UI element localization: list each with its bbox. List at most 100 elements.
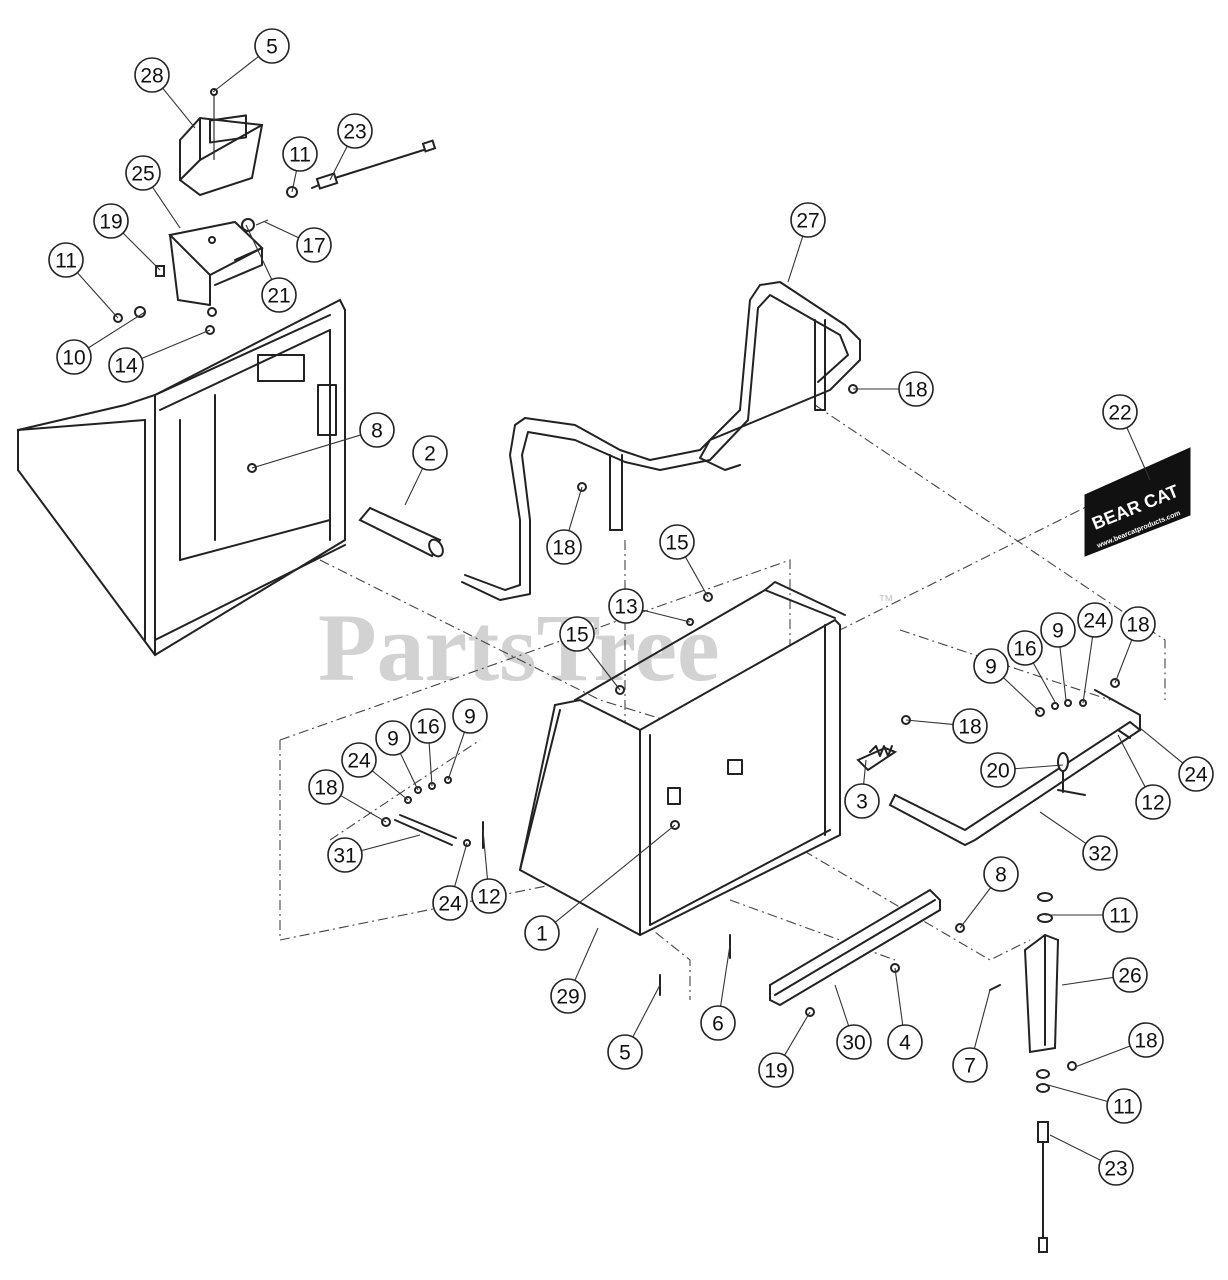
callout-circle[interactable]: [607, 1034, 643, 1070]
callout-25[interactable]: 25: [125, 155, 181, 229]
callout-6[interactable]: 6: [700, 944, 736, 1041]
callout-10[interactable]: 10: [56, 311, 146, 375]
callout-circle[interactable]: [898, 371, 934, 407]
callout-11[interactable]: 11: [1045, 897, 1138, 933]
callout-circle[interactable]: [432, 885, 468, 921]
callout-11[interactable]: 11: [282, 136, 318, 193]
callout-circle[interactable]: [359, 412, 395, 448]
callout-1[interactable]: 1: [524, 824, 676, 951]
callout-circle[interactable]: [887, 1024, 923, 1060]
callout-circle[interactable]: [56, 339, 92, 375]
callout-20[interactable]: 20: [980, 752, 1064, 788]
callout-circle[interactable]: [608, 588, 644, 624]
callout-circle[interactable]: [1135, 784, 1171, 820]
callout-24[interactable]: 24: [1077, 602, 1113, 704]
callout-circle[interactable]: [412, 435, 448, 471]
callout-7[interactable]: 7: [952, 989, 991, 1083]
callout-circle[interactable]: [375, 720, 411, 756]
callout-4[interactable]: 4: [887, 967, 923, 1060]
callout-22[interactable]: 22: [1102, 394, 1151, 481]
callout-16[interactable]: 16: [1007, 630, 1056, 703]
callout-circle[interactable]: [341, 742, 377, 778]
callout-circle[interactable]: [1077, 602, 1113, 638]
callout-18[interactable]: 18: [546, 486, 583, 565]
callout-circle[interactable]: [983, 856, 1019, 892]
callout-circle[interactable]: [952, 708, 988, 744]
callout-11[interactable]: 11: [48, 242, 119, 319]
callout-30[interactable]: 30: [834, 984, 872, 1060]
callout-circle[interactable]: [1098, 1150, 1134, 1186]
callout-3[interactable]: 3: [844, 759, 880, 819]
callout-circle[interactable]: [836, 1024, 872, 1060]
callout-18[interactable]: 18: [853, 371, 934, 407]
callout-26[interactable]: 26: [1061, 957, 1148, 993]
callout-12[interactable]: 12: [471, 829, 507, 914]
callout-9[interactable]: 9: [973, 648, 1041, 713]
callout-circle[interactable]: [973, 648, 1009, 684]
callout-8[interactable]: 8: [959, 856, 1019, 929]
callout-14[interactable]: 14: [108, 329, 211, 383]
callout-circle[interactable]: [1178, 756, 1214, 792]
callout-5[interactable]: 5: [607, 984, 661, 1070]
callout-circle[interactable]: [1106, 1088, 1142, 1124]
callout-circle[interactable]: [296, 227, 332, 263]
callout-5[interactable]: 5: [212, 28, 290, 93]
callout-23[interactable]: 23: [329, 113, 373, 181]
callout-circle[interactable]: [93, 203, 129, 239]
callout-circle[interactable]: [48, 242, 84, 278]
callout-circle[interactable]: [758, 1052, 794, 1088]
callout-circle[interactable]: [327, 837, 363, 873]
callout-27[interactable]: 27: [787, 202, 826, 283]
callout-circle[interactable]: [1112, 957, 1148, 993]
callout-circle[interactable]: [1102, 394, 1138, 430]
callout-circle[interactable]: [1007, 630, 1043, 666]
callout-31[interactable]: 31: [327, 834, 421, 873]
callout-2[interactable]: 2: [404, 435, 448, 506]
callout-13[interactable]: 13: [608, 588, 691, 624]
callout-circle[interactable]: [282, 136, 318, 172]
callout-circle[interactable]: [1102, 897, 1138, 933]
callout-circle[interactable]: [308, 769, 344, 805]
callout-circle[interactable]: [550, 978, 586, 1014]
callout-circle[interactable]: [254, 28, 290, 64]
callout-29[interactable]: 29: [550, 927, 599, 1014]
callout-circle[interactable]: [524, 915, 560, 951]
callout-32[interactable]: 32: [1039, 811, 1118, 871]
callout-8[interactable]: 8: [251, 412, 395, 469]
callout-9[interactable]: 9: [447, 698, 488, 781]
callout-circle[interactable]: [134, 57, 170, 93]
callout-24[interactable]: 24: [341, 742, 409, 801]
callout-circle[interactable]: [700, 1005, 736, 1041]
callout-18[interactable]: 18: [308, 769, 387, 823]
callout-24[interactable]: 24: [1139, 727, 1214, 792]
callout-18[interactable]: 18: [1074, 1022, 1164, 1068]
callout-15[interactable]: 15: [659, 524, 709, 598]
callout-17[interactable]: 17: [264, 221, 332, 263]
callout-circle[interactable]: [452, 698, 488, 734]
callout-circle[interactable]: [125, 155, 161, 191]
callout-9[interactable]: 9: [375, 720, 419, 791]
callout-15[interactable]: 15: [559, 616, 621, 691]
callout-circle[interactable]: [980, 752, 1016, 788]
callout-circle[interactable]: [410, 708, 446, 744]
callout-18[interactable]: 18: [1114, 606, 1156, 684]
callout-circle[interactable]: [1128, 1022, 1164, 1058]
callout-19[interactable]: 19: [93, 203, 161, 271]
callout-circle[interactable]: [659, 524, 695, 560]
callout-24[interactable]: 24: [432, 842, 468, 921]
callout-circle[interactable]: [261, 277, 297, 313]
callout-circle[interactable]: [844, 783, 880, 819]
callout-circle[interactable]: [559, 616, 595, 652]
callout-19[interactable]: 19: [758, 1011, 811, 1088]
callout-23[interactable]: 23: [1049, 1134, 1134, 1186]
callout-circle[interactable]: [1040, 612, 1076, 648]
callout-21[interactable]: 21: [245, 224, 297, 313]
callout-circle[interactable]: [1120, 606, 1156, 642]
callout-circle[interactable]: [790, 202, 826, 238]
callout-18[interactable]: 18: [905, 708, 988, 744]
callout-28[interactable]: 28: [134, 57, 196, 129]
callout-9[interactable]: 9: [1040, 612, 1076, 701]
callout-16[interactable]: 16: [410, 708, 446, 787]
callout-circle[interactable]: [1082, 835, 1118, 871]
callout-circle[interactable]: [337, 113, 373, 149]
